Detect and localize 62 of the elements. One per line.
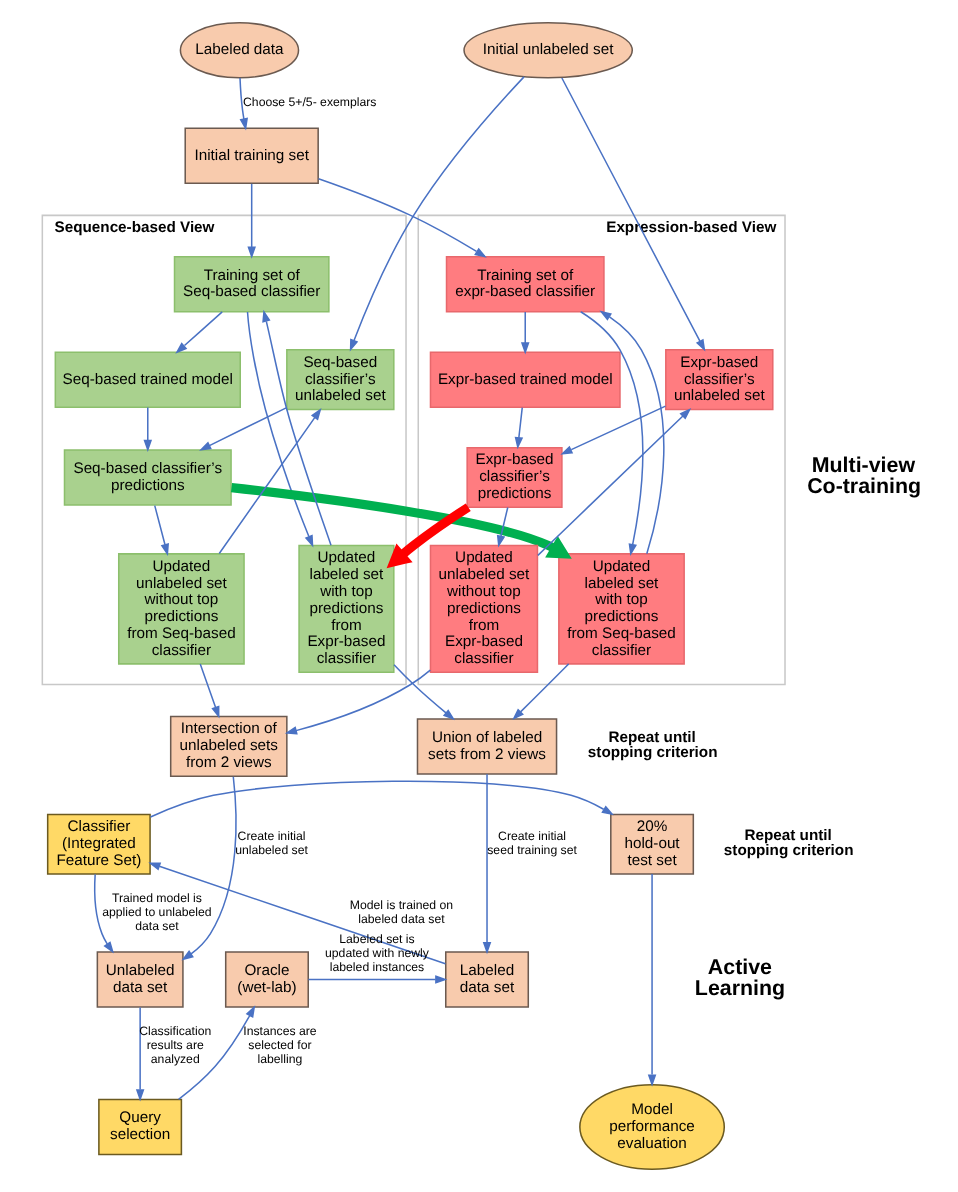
arrow — [247, 183, 256, 259]
arrow — [149, 780, 614, 818]
arrow — [175, 311, 223, 354]
node-box: Intersection of unlabeled sets from 2 views — [169, 715, 288, 777]
node-ellipse: Labeled data — [179, 22, 300, 79]
arrow — [496, 506, 509, 548]
arrow — [599, 310, 665, 555]
node-box: Updated labeled set with top predictions from Seq-based classifier — [558, 553, 685, 665]
node-box: Updated unlabeled set without top predictions from Seq-based classifier — [117, 553, 245, 665]
arrow — [199, 663, 220, 719]
arrow — [307, 975, 448, 984]
arrow — [181, 776, 237, 961]
arrow — [647, 873, 657, 1087]
node-box: Classifier (Integrated Feature Set) — [46, 813, 151, 875]
arrow — [239, 77, 248, 131]
arrow — [317, 177, 487, 258]
arrow — [512, 663, 570, 721]
arrow — [520, 311, 530, 355]
arrow — [135, 1006, 145, 1102]
arrow — [579, 310, 644, 556]
arrow — [262, 309, 332, 547]
arrow — [199, 406, 288, 451]
arrow — [561, 77, 706, 352]
node-box: Seq-based classifier’s predictions — [63, 449, 232, 506]
arrow — [514, 406, 524, 450]
label: Repeat until stopping criterion — [723, 825, 854, 859]
node-box: Seq-based classifier’s unlabeled set — [286, 349, 395, 411]
node-box: Oracle (wet-lab) — [224, 951, 309, 1008]
arrow — [154, 504, 169, 556]
arrow — [560, 405, 667, 455]
arrow — [537, 408, 692, 557]
arrow — [284, 669, 432, 735]
node-box: Expr-based classifier’s unlabeled set — [665, 349, 774, 411]
node-box: Union of labeled sets from 2 views — [416, 718, 558, 775]
arrow — [386, 503, 471, 569]
node-box: Updated unlabeled set without top predictions from Expr-based classifier — [429, 544, 539, 674]
node-box: Initial training set — [184, 127, 319, 185]
arrow — [93, 873, 114, 954]
node-box: Labeled data set — [445, 951, 530, 1008]
node-box: 20% hold-out test set — [610, 813, 695, 875]
node-ellipse: Initial unlabeled set — [463, 22, 634, 79]
node-box: Training set of Seq-based classifier — [173, 255, 330, 313]
arrow — [393, 663, 456, 721]
node-box: Training set of expr-based classifier — [445, 255, 605, 313]
node-box: Seq-based trained model — [54, 351, 241, 408]
node-ellipse: Model performance evaluation — [579, 1084, 726, 1171]
label: Repeat until stopping criterion — [587, 727, 718, 762]
arrow — [177, 1005, 256, 1101]
arrow — [218, 407, 322, 555]
arrow — [482, 773, 492, 955]
arrow — [148, 862, 447, 965]
arrow — [143, 406, 153, 452]
arrow — [246, 311, 314, 548]
node-box: Query selection — [98, 1098, 183, 1156]
arrow — [230, 483, 572, 559]
node-box: Expr-based trained model — [429, 351, 621, 408]
node-box: Updated labeled set with top predictions from Expr-based classifier — [298, 544, 395, 674]
node-box: Expr-based classifier’s predictions — [466, 446, 563, 508]
label: Multi-view Co-training — [807, 453, 922, 500]
arrow — [349, 76, 525, 352]
node-box: Unlabeled data set — [96, 951, 184, 1008]
label: Active Learning — [694, 955, 786, 1002]
